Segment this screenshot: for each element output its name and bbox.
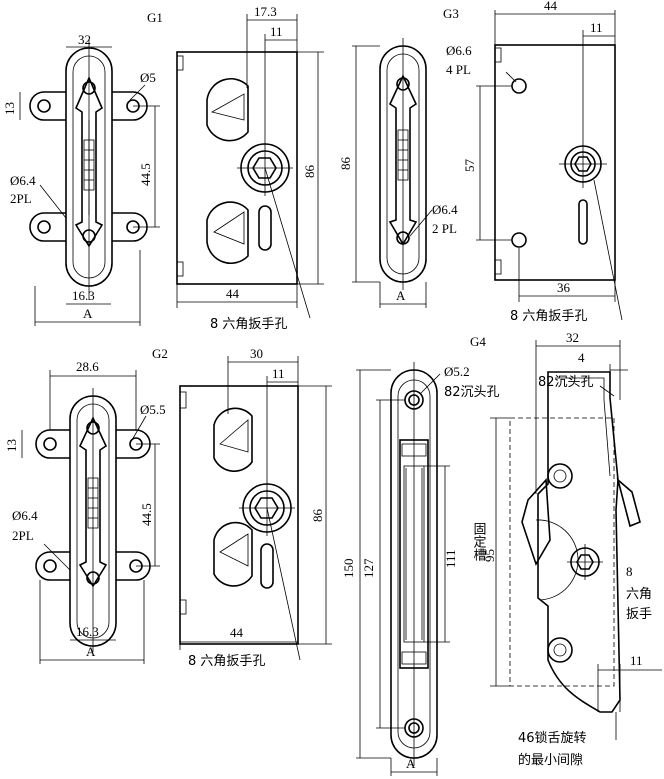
- g4-hex-size: 8: [626, 564, 633, 579]
- g2-inner-dim: 16.3: [76, 624, 99, 639]
- g1-side-view: 17.3 11 86 44 8 六角扳手孔: [176, 4, 324, 332]
- g3-height-dim: 86: [338, 157, 353, 171]
- g2-pitch-dim: 13: [4, 439, 19, 452]
- g4-a-dim: A: [406, 756, 416, 771]
- g2-label: G2: [152, 346, 168, 361]
- g3-span-dim: 57: [462, 159, 477, 173]
- g3-a-dim: A: [396, 288, 406, 303]
- g4-top-b-dim: 4: [578, 350, 585, 365]
- g4-front-view: 150 127 111 Ø5.2 82沉头孔 A: [341, 362, 500, 776]
- g3-hole-label: Ø6.4: [432, 202, 458, 217]
- g4-csk-label: 82沉头孔: [538, 375, 594, 390]
- g1-hole-label: Ø5: [140, 70, 156, 85]
- g2-hole2-label: Ø6.4: [12, 508, 38, 523]
- g2-hole-label: Ø5.5: [140, 402, 166, 417]
- g1-hole2-label: Ø6.4: [10, 173, 36, 188]
- g4-hole-type: 82沉头孔: [444, 385, 500, 400]
- g4-d11-dim: 11: [630, 653, 643, 668]
- g4-len2-dim: 111: [443, 549, 458, 568]
- g1-bottom-dim: 44: [226, 286, 240, 301]
- g4-top-a-dim: 32: [566, 330, 579, 345]
- g3-bottom-dim: 36: [557, 280, 571, 295]
- g2-hole2-count: 2PL: [12, 528, 34, 543]
- g3-top-b-dim: 11: [590, 20, 603, 35]
- g1-label: G1: [147, 10, 163, 25]
- g1-span-dim: 44.5: [138, 163, 153, 186]
- g2-width-dim: 28.6: [76, 359, 99, 374]
- g3-hex-note: 8 六角扳手孔: [510, 308, 587, 324]
- g1-height-dim: 86: [302, 165, 317, 179]
- g3-hole-count: 2 PL: [432, 221, 457, 236]
- g4-hex-line1: 六角: [626, 587, 652, 602]
- g1-hole2-count: 2PL: [10, 191, 32, 206]
- g2-height-dim: 86: [310, 509, 325, 523]
- g2-bottom-dim: 44: [230, 625, 244, 640]
- g4-hole-label: Ø5.2: [444, 364, 470, 379]
- g1-inner-dim: 16.3: [72, 288, 95, 303]
- g4-side-view: 32 4 82沉头孔 固定槽 95 8 六角 扳手 11 46锁舌旋转 的最小间…: [471, 330, 662, 768]
- g2-front-view: 28.6 Ø5.5 13 44.5 Ø6.4 2PL 16.3 A: [4, 359, 166, 664]
- g4-gap-line2: 的最小间隙: [518, 752, 583, 768]
- g2-top-b-dim: 11: [272, 366, 285, 381]
- g3-top-a-dim: 44: [544, 0, 558, 13]
- g2-top-a-dim: 30: [250, 346, 263, 361]
- g3-hole3-label: Ø6.6: [446, 43, 472, 58]
- g4-span-dim: 127: [361, 558, 376, 578]
- g2-hex-note: 8 六角扳手孔: [188, 653, 265, 669]
- g1-front-view: 32 Ø5 44.5 13 Ø6.4 2PL 16.3 A: [2, 32, 160, 326]
- g1-top-a-dim: 17.3: [254, 4, 277, 19]
- g4-h95-dim: 95: [482, 549, 497, 562]
- g3-hole3-count: 4 PL: [446, 62, 471, 77]
- g3-front-view: 86 Ø6.4 2 PL A: [338, 38, 458, 308]
- g1-a-dim: A: [83, 306, 93, 321]
- g1-pitch-dim: 13: [2, 102, 17, 115]
- g1-width-dim: 32: [78, 32, 91, 47]
- g1-hex-note: 8 六角扳手孔: [210, 316, 287, 332]
- g4-slot-label: 固定槽: [471, 522, 487, 562]
- g2-span-dim: 44.5: [139, 503, 154, 526]
- g4-label: G4: [470, 334, 486, 349]
- g3-side-view: 44 11 Ø6.6 4 PL 57 36 8 六角扳手孔: [446, 0, 623, 324]
- g1-top-b-dim: 11: [270, 24, 283, 39]
- g4-gap-line1: 46锁舌旋转: [518, 730, 587, 746]
- g3-label: G3: [443, 6, 459, 21]
- g4-hex-line2: 扳手: [626, 606, 652, 622]
- g4-len-dim: 150: [341, 559, 356, 579]
- g2-side-view: 30 11 86 44 8 六角扳手孔: [179, 346, 332, 669]
- g2-a-dim: A: [86, 644, 96, 659]
